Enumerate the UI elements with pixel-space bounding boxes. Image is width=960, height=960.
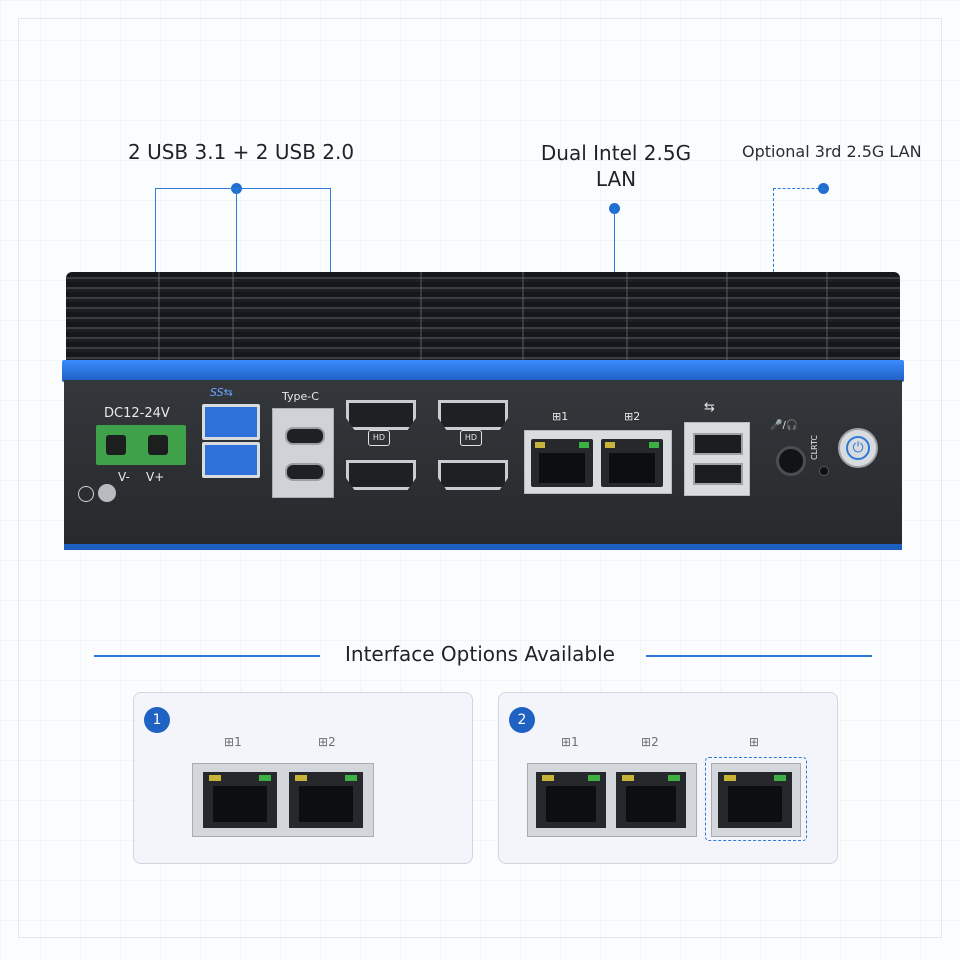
lan-port xyxy=(536,772,606,828)
lan1-label: ⊞1 xyxy=(552,410,569,423)
options-header: Interface Options Available xyxy=(0,640,960,670)
usb3-port[interactable] xyxy=(202,404,260,440)
power-input-label: DC12-24V xyxy=(104,406,170,421)
terminal-negative-label: V- xyxy=(118,470,130,484)
typec-ports xyxy=(272,408,334,498)
lan-port xyxy=(616,772,686,828)
audio-jack[interactable] xyxy=(776,446,806,476)
typec-port[interactable] xyxy=(285,463,325,481)
usb2-logo-icon: ⇆ xyxy=(704,400,715,415)
option-card-1[interactable]: 1 ⊞1 ⊞2 xyxy=(133,692,473,864)
lan-port xyxy=(289,772,363,828)
lan-ports xyxy=(192,763,374,837)
power-icon: ⏻ xyxy=(846,436,870,460)
io-panel: DC12-24V V- V+ SS⇆ Type-C HD xyxy=(64,380,902,546)
optional-lan-outline xyxy=(705,757,807,841)
base-strip xyxy=(64,544,902,550)
audio-icon: 🎤/🎧 xyxy=(770,420,799,431)
option-card-2[interactable]: 2 ⊞1 ⊞2 ⊞ xyxy=(498,692,838,864)
lan-port xyxy=(718,772,792,828)
usb2-port[interactable] xyxy=(693,433,743,455)
ground-icon xyxy=(78,486,94,502)
options-title: Interface Options Available xyxy=(345,642,615,666)
usb3-port[interactable] xyxy=(202,442,260,478)
callout-usb-bracket xyxy=(155,188,331,189)
network-icon: ⊞2 xyxy=(318,735,336,749)
power-button[interactable]: ⏻ xyxy=(838,428,878,468)
typec-label: Type-C xyxy=(282,390,319,403)
usb3-ports: SS⇆ xyxy=(196,386,268,488)
network-icon: ⊞1 xyxy=(224,735,242,749)
option-badge: 2 xyxy=(509,707,535,733)
network-icon: ⊞1 xyxy=(561,735,579,749)
callout-optional-line xyxy=(773,188,824,189)
usb2-port[interactable] xyxy=(693,463,743,485)
hdmi-port[interactable] xyxy=(346,400,416,430)
clrtc-label: CLRTC xyxy=(810,434,819,460)
heatsink xyxy=(66,272,900,362)
network-icon: ⊞ xyxy=(749,735,760,749)
lan-ports xyxy=(524,430,672,494)
usb2-ports xyxy=(684,422,750,496)
option-badge: 1 xyxy=(144,707,170,733)
callout-lan: Dual Intel 2.5G LAN xyxy=(540,141,692,191)
ground-screw xyxy=(98,484,116,502)
header-rule xyxy=(94,655,320,657)
lan-port[interactable] xyxy=(601,439,663,487)
lan2-label: ⊞2 xyxy=(624,410,641,423)
hdmi-port[interactable] xyxy=(438,460,508,490)
network-icon: ⊞2 xyxy=(641,735,659,749)
lan-port xyxy=(203,772,277,828)
dc-terminal xyxy=(96,425,186,465)
hdmi-logo-icon: HD xyxy=(368,430,390,446)
hdmi-port[interactable] xyxy=(346,460,416,490)
lan-ports xyxy=(527,763,697,837)
page-frame xyxy=(18,18,942,938)
usb3-logo-icon: SS⇆ xyxy=(210,386,233,399)
optional-lan-port-box xyxy=(711,763,801,837)
callout-optional-lan: Optional 3rd 2.5G LAN xyxy=(742,142,922,161)
hdmi-port[interactable] xyxy=(438,400,508,430)
blue-band xyxy=(62,360,904,382)
clrtc-button[interactable] xyxy=(819,466,829,476)
hdmi-logo-icon: HD xyxy=(460,430,482,446)
mini-pc: DC12-24V V- V+ SS⇆ Type-C HD xyxy=(62,272,904,556)
typec-port[interactable] xyxy=(285,427,325,445)
callout-usb: 2 USB 3.1 + 2 USB 2.0 xyxy=(128,140,355,164)
header-rule xyxy=(646,655,872,657)
terminal-positive-label: V+ xyxy=(146,470,165,484)
lan-port[interactable] xyxy=(531,439,593,487)
